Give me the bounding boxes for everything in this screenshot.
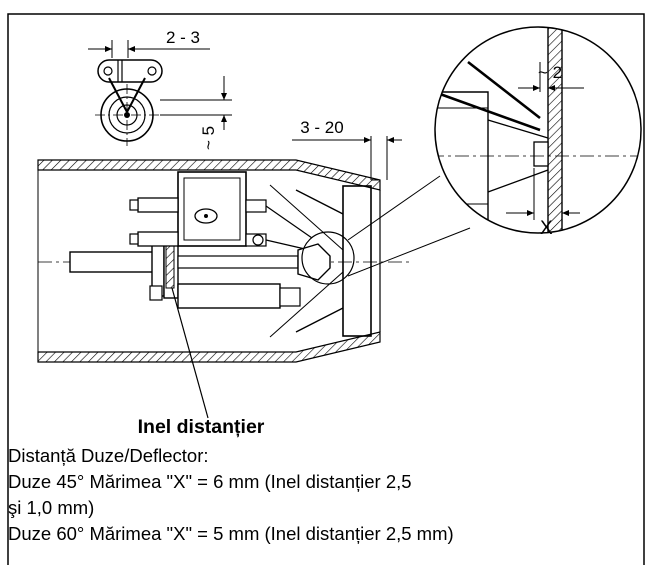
spacer-leader [171, 287, 209, 419]
nozzle-assembly [69, 171, 331, 309]
detail-view: ~ 2 X [434, 26, 642, 239]
nozzle-front-view: 2 - 3 ~ 5 [88, 28, 232, 150]
dim-detail-gap: ~ 2 [538, 63, 562, 82]
dim-depth: 3 - 20 [300, 118, 343, 137]
caption-line-4: Duze 60° Mărimea "X" = 5 mm (Inel distan… [8, 523, 454, 544]
dim-offset: ~ 5 [199, 126, 218, 150]
burner-tube [37, 159, 381, 363]
caption: Inel distanțier Distanță Duze/Deflector:… [8, 414, 644, 547]
caption-line-1: Distanță Duze/Deflector: [8, 445, 209, 466]
dim-nozzle-gap: 2 - 3 [166, 28, 200, 47]
caption-title: Inel distanțier [137, 416, 265, 438]
depth-dimension: 3 - 20 [292, 118, 402, 180]
detail-marker [301, 231, 355, 285]
dim-x: X [540, 218, 553, 239]
caption-line-3: şi 1,0 mm) [8, 497, 95, 518]
border [7, 13, 645, 565]
caption-line-2: Duze 45° Mărimea "X" = 6 mm (Inel distan… [8, 471, 412, 492]
